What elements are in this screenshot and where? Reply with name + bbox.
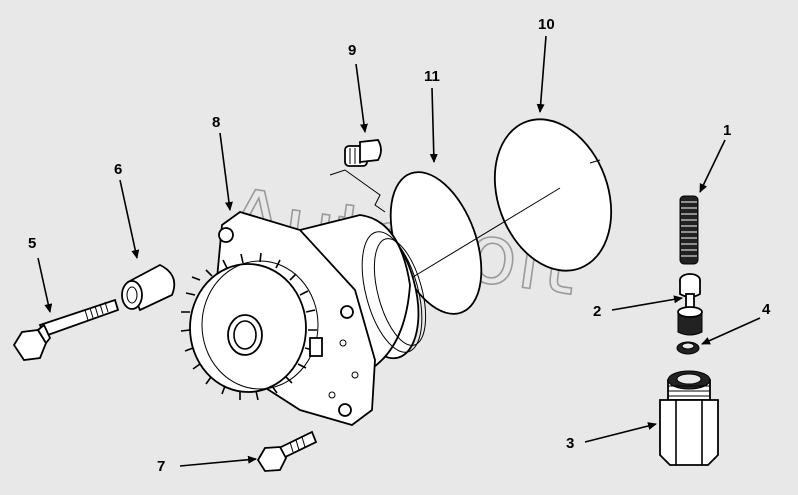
leader-8 (219, 132, 233, 211)
callout-labels: 1 2 3 4 5 6 7 8 9 10 11 (28, 16, 771, 475)
plug (659, 370, 719, 466)
leader-9 (355, 63, 368, 133)
spring (679, 195, 699, 265)
leader-10 (536, 35, 547, 113)
leader-1 (699, 139, 726, 193)
callout-label-1: 1 (723, 122, 731, 139)
leader-11 (429, 87, 438, 163)
gasket-large (493, 118, 613, 272)
leader-3 (584, 422, 657, 443)
long-bolt (12, 298, 120, 361)
washer (676, 341, 700, 355)
leader-4 (701, 317, 761, 345)
plug-screw (329, 139, 386, 213)
callout-label-7: 7 (157, 458, 165, 475)
pump-housing-gear (180, 211, 427, 426)
callout-label-5: 5 (28, 235, 36, 252)
callout-label-6: 6 (114, 161, 122, 178)
callout-label-3: 3 (566, 435, 574, 452)
short-bolt (256, 430, 318, 472)
leader-5 (37, 257, 53, 313)
callout-label-8: 8 (212, 114, 220, 131)
plunger (677, 273, 703, 336)
leader-7 (179, 455, 257, 467)
callout-label-2: 2 (593, 303, 601, 320)
dowel-sleeve (121, 263, 176, 312)
callout-label-9: 9 (348, 42, 356, 59)
leader-2 (611, 295, 683, 311)
callout-label-4: 4 (762, 301, 771, 318)
callout-leaders (37, 35, 761, 467)
leader-6 (119, 179, 140, 259)
callout-label-11: 11 (424, 68, 440, 85)
callout-label-10: 10 (538, 16, 555, 33)
